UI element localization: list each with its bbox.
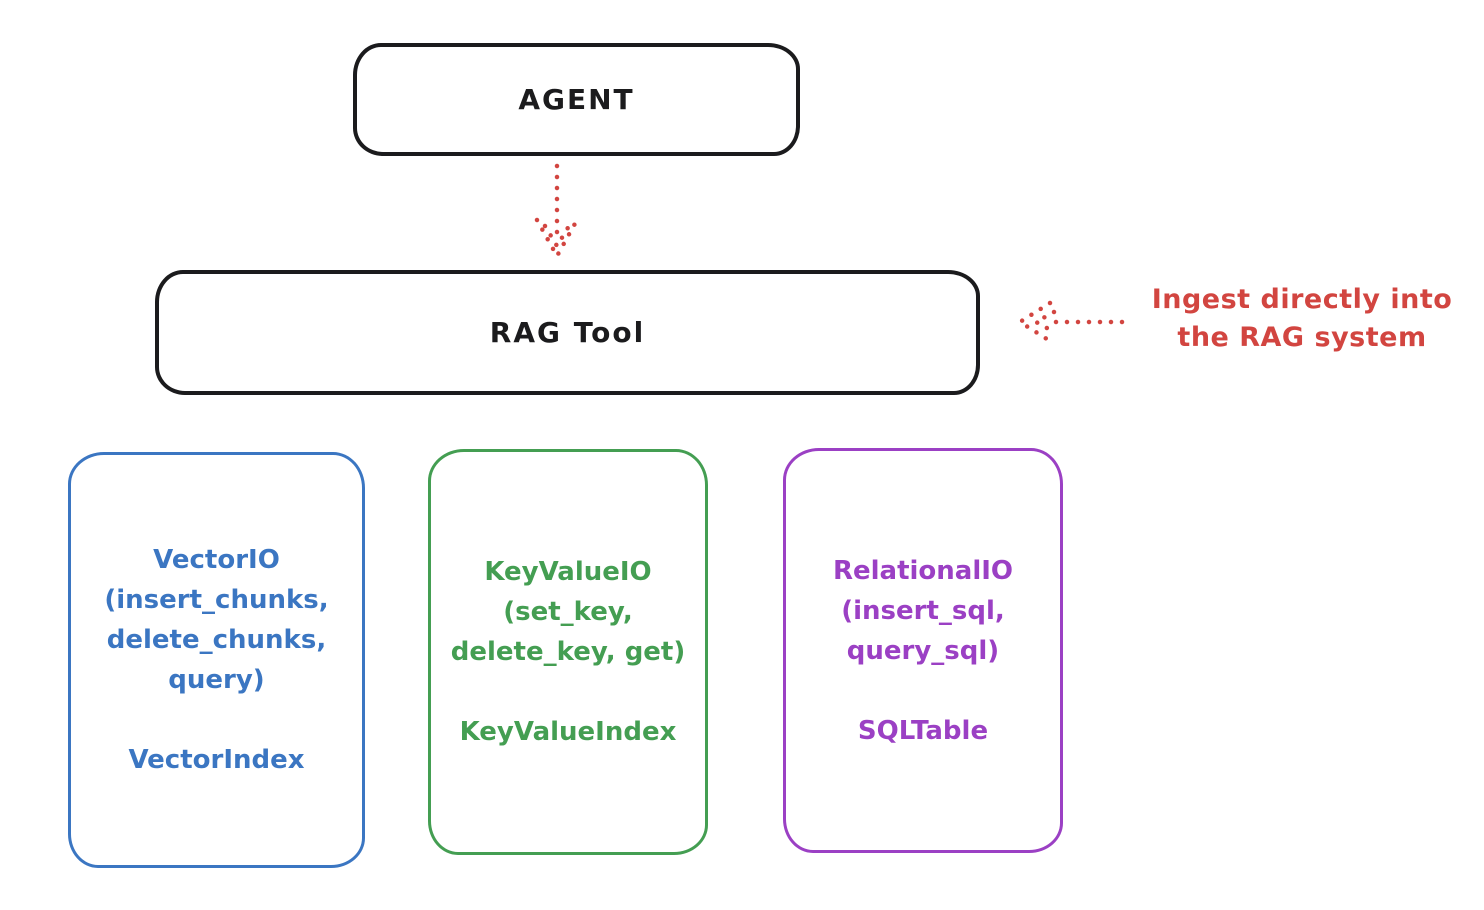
node-text-line: VectorIO: [153, 545, 280, 575]
key-value-io-node: KeyValueIO (set_key, delete_key, get) Ke…: [428, 449, 708, 855]
rag-tool-node: RAG Tool: [155, 270, 980, 395]
rag-tool-label: RAG Tool: [489, 316, 646, 349]
ingest-annotation-line2: the RAG system: [1177, 322, 1427, 353]
node-text-line: (insert_sql,: [841, 595, 1005, 626]
node-text-line: (set_key,: [503, 597, 633, 627]
node-text-line: query_sql): [846, 635, 1000, 666]
vector-io-node: VectorIO (insert_chunks, delete_chunks, …: [68, 452, 365, 868]
relational-io-node: RelationalIO (insert_sql, query_sql) SQL…: [783, 448, 1063, 853]
node-text-line: delete_chunks,: [106, 625, 327, 655]
sql-table-label: SQLTable: [857, 715, 989, 746]
ingest-annotation-line1: Ingest directly into: [1151, 284, 1453, 315]
node-text-line: query): [168, 665, 265, 695]
agent-node: AGENT: [353, 43, 800, 156]
node-text-line: delete_key, get): [450, 637, 686, 667]
ingest-annotation: Ingest directly into the RAG system: [1130, 281, 1474, 357]
agent-label: AGENT: [518, 83, 635, 116]
node-text-line: RelationalIO: [832, 555, 1014, 586]
left-arrow-icon: [1015, 300, 1135, 344]
key-value-index-label: KeyValueIndex: [459, 717, 677, 747]
key-value-io-text: KeyValueIO (set_key, delete_key, get): [451, 552, 686, 672]
down-arrow-icon: [534, 163, 580, 261]
vector-index-label: VectorIndex: [128, 745, 305, 775]
node-text-line: KeyValueIO: [484, 557, 652, 587]
node-text-line: (insert_chunks,: [104, 585, 329, 615]
vector-io-text: VectorIO (insert_chunks, delete_chunks, …: [104, 540, 328, 700]
relational-io-text: RelationalIO (insert_sql, query_sql): [833, 551, 1013, 671]
